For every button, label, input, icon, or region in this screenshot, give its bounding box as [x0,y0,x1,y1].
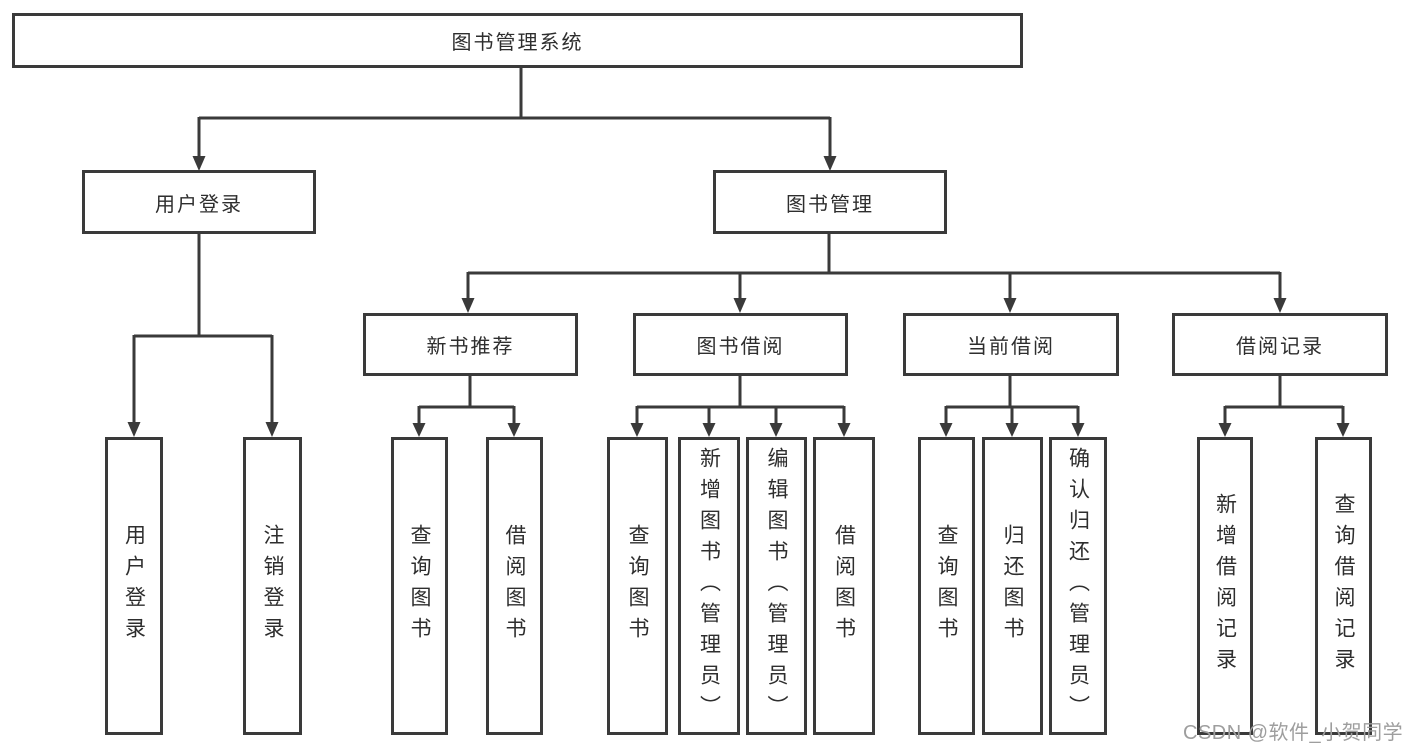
leaf-add-borrow-record: 新增借阅记录 [1197,437,1253,735]
leaf-logout: 注销登录 [243,437,302,735]
leaf-borrow-book: 借阅图书 [813,437,875,735]
leaf-query-book-current: 查询图书 [918,437,975,735]
leaf-query-book-borrow: 查询图书 [607,437,668,735]
node-library-system: 图书管理系统 [12,13,1023,68]
node-book-management: 图书管理 [713,170,947,234]
leaf-add-book-admin: 新增图书（管理员） [678,437,740,735]
csdn-watermark: CSDN @软件_小贺同学 [1183,722,1404,744]
leaf-query-borrow-record: 查询借阅记录 [1315,437,1372,735]
leaf-return-book: 归还图书 [982,437,1043,735]
node-current-borrow: 当前借阅 [903,313,1119,376]
leaf-borrow-book-recommend: 借阅图书 [486,437,543,735]
leaf-confirm-return-admin: 确认归还（管理员） [1049,437,1107,735]
node-user-login: 用户登录 [82,170,316,234]
leaf-query-book-recommend: 查询图书 [391,437,448,735]
node-new-book-recommend: 新书推荐 [363,313,578,376]
leaf-edit-book-admin: 编辑图书（管理员） [746,437,807,735]
leaf-user-login: 用户登录 [105,437,163,735]
node-borrow-records: 借阅记录 [1172,313,1388,376]
node-book-borrow: 图书借阅 [633,313,848,376]
